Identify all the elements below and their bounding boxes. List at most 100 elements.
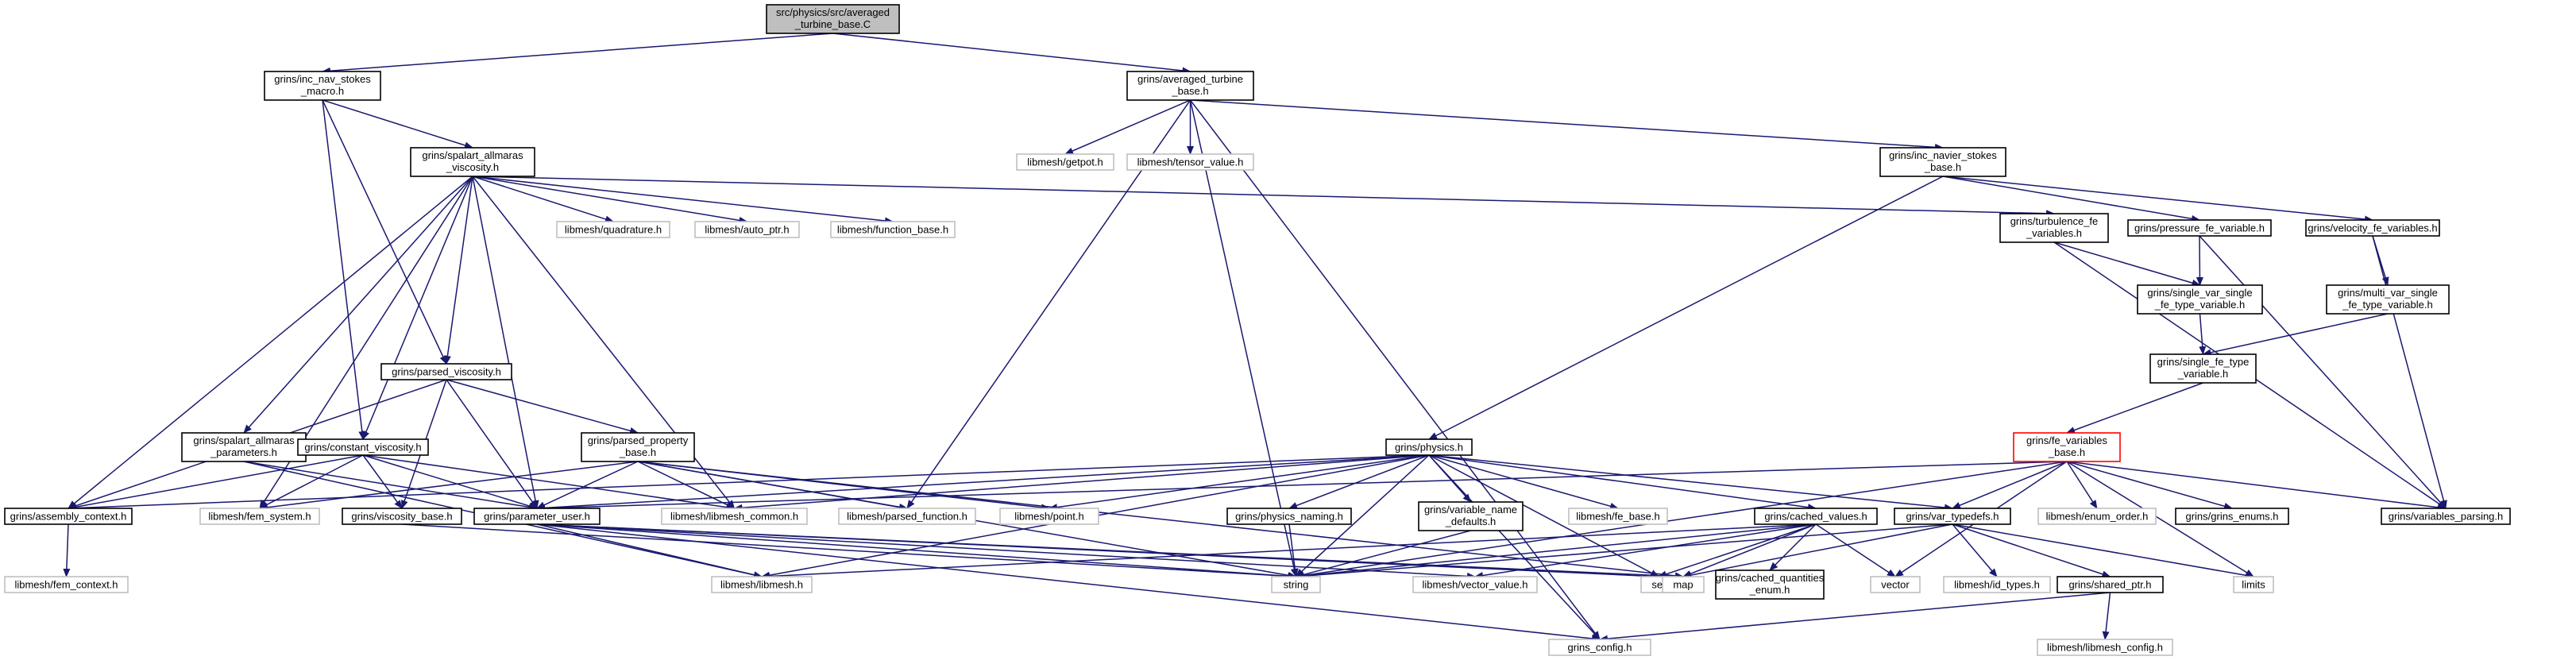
edge-spalart_visc-to-assembly [68, 176, 473, 509]
edge-const_visc-to-libmesh_common [362, 454, 736, 512]
node-cached-values[interactable]: grins/cached_values.h [1754, 508, 1878, 525]
node-label: libmesh/quadrature.h [565, 224, 662, 236]
node-label: src/physics/src/averaged [776, 6, 890, 18]
node-velocity-fe[interactable]: grins/velocity_fe_variables.h [2305, 219, 2440, 237]
edge-assembly-to-fem_context [63, 523, 71, 577]
edge-physics-to-assembly [68, 454, 1430, 512]
edge-ins_macro-to-parsed_visc [322, 99, 447, 365]
node-limits[interactable]: limits [2233, 576, 2274, 593]
node-box [181, 432, 307, 462]
edge-parsed_prop-to-libmesh_common [637, 461, 736, 509]
node-ins-macro[interactable]: grins/inc_nav_stokes_macro.h [264, 71, 381, 101]
node-label: _fe_type_variable.h [2342, 299, 2432, 311]
edge-fe_var_base-to-grins_enums [2066, 461, 2233, 510]
node-assembly[interactable]: grins/assembly_context.h [4, 508, 133, 525]
node-label: _turbine_base.C [794, 18, 871, 30]
node-single-var-single[interactable]: grins/single_var_single_fe_type_variable… [2137, 284, 2263, 315]
node-label: _base.h [2048, 446, 2085, 458]
edge-param_user-to-vector_value [536, 523, 1476, 580]
edge-pressure_fe-to-var_parsing [2199, 235, 2447, 509]
node-fe-base[interactable]: libmesh/fe_base.h [1568, 508, 1668, 525]
node-parsed-prop[interactable]: grins/parsed_property_base.h [581, 432, 695, 462]
node-fem-context[interactable]: libmesh/fem_context.h [4, 576, 129, 593]
node-turb-fe[interactable]: grins/turbulence_fe_variables.h [1999, 213, 2109, 243]
node-spalart-visc[interactable]: grins/spalart_allmaras_viscosity.h [410, 147, 535, 177]
node-box [1412, 576, 1538, 593]
edge-var_typedefs-to-id_types [1952, 523, 1998, 577]
node-vector-value[interactable]: libmesh/vector_value.h [1412, 576, 1538, 593]
node-label: libmesh/libmesh_common.h [670, 511, 798, 523]
node-const-visc[interactable]: grins/constant_viscosity.h [297, 438, 429, 456]
node-id-types[interactable]: libmesh/id_types.h [1943, 576, 2051, 593]
node-label: grins/constant_viscosity.h [304, 442, 421, 454]
node-box [999, 508, 1099, 525]
node-box [1271, 576, 1321, 593]
node-parsed-visc[interactable]: grins/parsed_viscosity.h [380, 363, 512, 380]
node-box [1879, 147, 2006, 177]
edge-parsed_visc-to-parsed_prop [446, 379, 639, 434]
node-pressure-fe[interactable]: grins/pressure_fe_variable.h [2127, 219, 2272, 237]
node-label: _enum.h [1749, 584, 1790, 596]
node-label: _base.h [1924, 161, 1961, 173]
edge-parsed_prop-to-param_user [536, 461, 639, 509]
node-label: grins/single_fe_type [2157, 356, 2250, 368]
node-libmesh-common[interactable]: libmesh/libmesh_common.h [661, 508, 808, 525]
node-box [2305, 219, 2440, 237]
node-fe-var-base[interactable]: grins/fe_variables_base.h [2013, 432, 2121, 462]
node-label: libmesh/enum_order.h [2046, 511, 2149, 523]
node-single-fe-type[interactable]: grins/single_fe_type_variable.h [2149, 353, 2257, 384]
node-map[interactable]: map [1662, 576, 1705, 593]
node-var-typedefs[interactable]: grins/var_typedefs.h [1894, 508, 2011, 525]
node-label: grins/turbulence_fe [2010, 215, 2099, 227]
node-label: grins/physics.h [1395, 442, 1463, 454]
node-box [711, 576, 813, 593]
node-enum-order[interactable]: libmesh/enum_order.h [2037, 508, 2157, 525]
node-point[interactable]: libmesh/point.h [999, 508, 1099, 525]
node-param-user[interactable]: grins/parameter_user.h [473, 508, 601, 525]
node-physics-naming[interactable]: grins/physics_naming.h [1226, 508, 1352, 525]
node-vector[interactable]: vector [1870, 576, 1921, 593]
node-var-parsing[interactable]: grins/variables_parsing.h [2381, 508, 2511, 525]
node-ins-base[interactable]: grins/inc_navier_stokes_base.h [1879, 147, 2006, 177]
node-tensor-value[interactable]: libmesh/tensor_value.h [1126, 153, 1254, 171]
node-grins-enums[interactable]: grins/grins_enums.h [2175, 508, 2289, 525]
node-label: libmesh/fem_system.h [208, 511, 311, 523]
node-box [2037, 639, 2173, 656]
node-physics[interactable]: grins/physics.h [1385, 438, 1473, 456]
node-quadrature[interactable]: libmesh/quadrature.h [556, 221, 670, 238]
node-string[interactable]: string [1271, 576, 1321, 593]
node-spalart-params[interactable]: grins/spalart_allmaras_parameters.h [181, 432, 307, 462]
edge-shared_ptr-to-grins_config [1599, 592, 2111, 643]
node-box [1016, 153, 1114, 171]
node-label: grins/inc_nav_stokes [274, 73, 371, 85]
node-cached-q-enum[interactable]: grins/cached_quantities_enum.h [1715, 570, 1825, 600]
node-libmesh-config[interactable]: libmesh/libmesh_config.h [2037, 639, 2173, 656]
node-avg-turb[interactable]: grins/averaged_turbine_base.h [1126, 71, 1254, 101]
node-auto-ptr[interactable]: libmesh/auto_ptr.h [694, 221, 800, 238]
node-getpot[interactable]: libmesh/getpot.h [1016, 153, 1114, 171]
edge-shared_ptr-to-libmesh_config [2102, 592, 2111, 640]
edge-parsed_prop-to-fem_system [259, 461, 639, 512]
edge-turb_fe-to-single_var_single [2053, 241, 2201, 287]
node-label: grins/cached_values.h [1764, 511, 1867, 523]
node-label: _variable.h [2177, 368, 2229, 380]
node-var-name-defaults[interactable]: grins/variable_name_defaults.h [1418, 501, 1524, 531]
node-box [2326, 284, 2450, 315]
node-parsed-function[interactable]: libmesh/parsed_function.h [838, 508, 976, 525]
edge-const_visc-to-fem_system [259, 454, 364, 509]
edge-ins_base-to-velocity_fe [1942, 176, 2373, 223]
node-function-base[interactable]: libmesh/function_base.h [830, 221, 956, 238]
node-visc-base[interactable]: grins/viscosity_base.h [342, 508, 462, 525]
node-shared-ptr[interactable]: grins/shared_ptr.h [2057, 576, 2164, 593]
node-label: grins/cached_quantities [1716, 572, 1825, 584]
node-multi-var-single[interactable]: grins/multi_var_single_fe_type_variable.… [2326, 284, 2450, 315]
node-label: libmesh/point.h [1014, 511, 1083, 523]
node-label: grins/inc_navier_stokes [1889, 149, 1997, 161]
node-fem-system[interactable]: libmesh/fem_system.h [199, 508, 320, 525]
node-box [1943, 576, 2051, 593]
node-libmesh-h[interactable]: libmesh/libmesh.h [711, 576, 813, 593]
node-label: libmesh/fem_context.h [14, 579, 118, 591]
node-box [1999, 213, 2109, 243]
node-label: grins/variable_name [1424, 504, 1517, 515]
node-grins-config[interactable]: grins_config.h [1548, 639, 1651, 656]
